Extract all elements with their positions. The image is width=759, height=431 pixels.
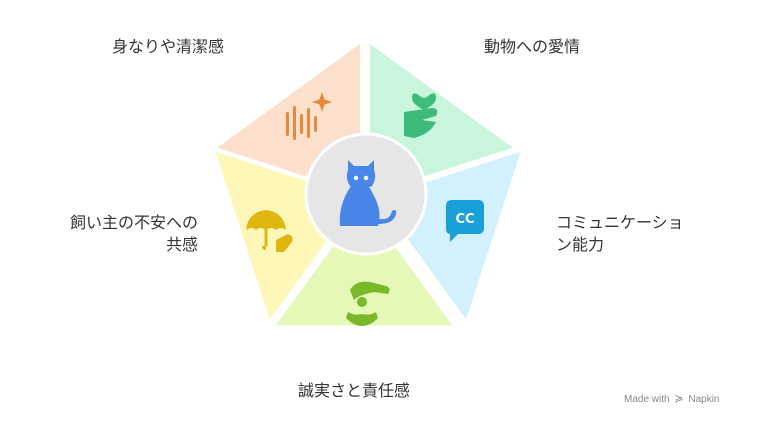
label-empathy: 飼い主の不安への共感 — [26, 212, 198, 256]
napkin-watermark[interactable]: Made with ≽ Napkin — [624, 392, 720, 405]
label-honesty: 誠実さと責任感 — [298, 380, 410, 402]
watermark-text: Made with — [624, 394, 670, 405]
label-grooming: 身なりや清潔感 — [112, 36, 224, 58]
umbrella-protect-icon — [246, 210, 293, 252]
cc-glyph: CC — [455, 212, 474, 227]
label-line: 共感 — [165, 235, 198, 254]
label-line: 誠実さと責任感 — [298, 381, 411, 400]
center-hub — [304, 132, 428, 256]
label-line: 飼い主の不安への — [69, 213, 198, 232]
segment-honesty — [275, 204, 453, 326]
label-communication: コミュニケーション能力 — [556, 212, 684, 256]
napkin-logo-icon: ≽ — [674, 393, 684, 405]
watermark-brand: Napkin — [688, 394, 720, 405]
label-line: コミュニケーショ — [556, 213, 684, 232]
closed-caption-icon — [446, 200, 484, 242]
sound-sparkle-icon — [286, 92, 332, 140]
label-line: ン能力 — [556, 235, 605, 254]
label-animal-love: 動物への愛情 — [484, 36, 580, 58]
caring-hand-person-icon — [346, 281, 390, 326]
cat-eye-right — [363, 175, 369, 181]
label-line: 動物への愛情 — [484, 37, 581, 56]
label-line: 身なりや清潔感 — [112, 37, 225, 56]
segment-icons: CC — [246, 92, 484, 326]
cat-icon — [339, 160, 397, 226]
heart-hand-icon — [404, 93, 438, 138]
cat-eye-left — [353, 175, 359, 181]
